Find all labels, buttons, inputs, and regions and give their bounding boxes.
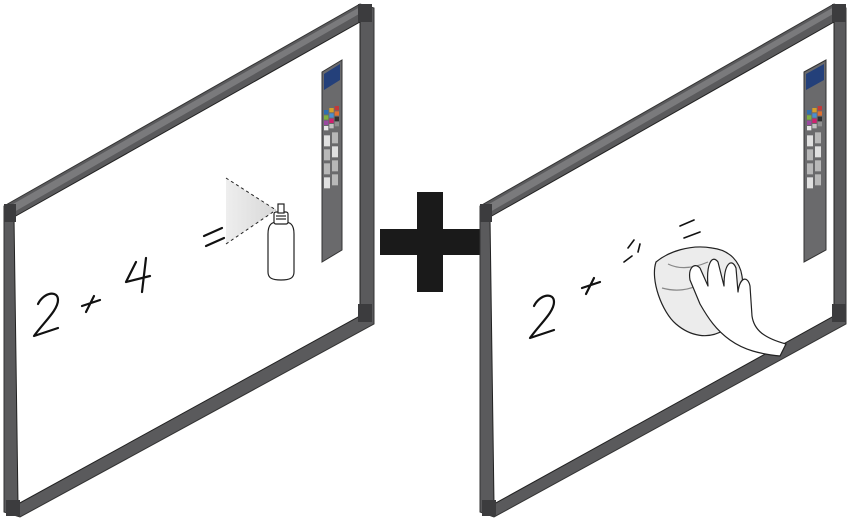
toolbar-tool-button[interactable] — [807, 177, 813, 188]
color-swatch[interactable] — [329, 113, 333, 117]
color-swatch[interactable] — [335, 122, 339, 126]
toolbar-tool-button[interactable] — [332, 146, 338, 157]
color-swatch[interactable] — [335, 106, 339, 110]
color-swatch[interactable] — [818, 111, 822, 115]
color-swatch[interactable] — [818, 117, 822, 121]
toolbar-tool-button[interactable] — [807, 149, 813, 160]
toolbar-tool-button[interactable] — [332, 132, 338, 143]
toolbar-tool-button[interactable] — [332, 160, 338, 171]
color-swatch[interactable] — [812, 108, 816, 112]
corner-cap — [6, 500, 20, 516]
color-swatch[interactable] — [324, 115, 328, 119]
color-swatch[interactable] — [324, 126, 328, 130]
corner-cap — [480, 204, 492, 222]
color-swatch[interactable] — [335, 111, 339, 115]
color-swatch[interactable] — [812, 119, 816, 123]
toolbar-tool-button[interactable] — [815, 146, 821, 157]
toolbar-tool-button[interactable] — [807, 135, 813, 146]
toolbar-tool-button[interactable] — [324, 135, 330, 146]
color-swatch[interactable] — [335, 117, 339, 121]
corner-cap — [4, 204, 16, 222]
corner-cap — [832, 4, 846, 22]
color-swatch[interactable] — [812, 124, 816, 128]
toolbar-tool-button[interactable] — [815, 160, 821, 171]
corner-cap — [358, 304, 372, 322]
color-swatch[interactable] — [329, 124, 333, 128]
color-swatch[interactable] — [807, 110, 811, 114]
color-swatch[interactable] — [324, 121, 328, 125]
color-swatch[interactable] — [324, 110, 328, 114]
color-swatch[interactable] — [818, 122, 822, 126]
left-board-surface — [14, 22, 360, 504]
toolbar-tool-button[interactable] — [807, 163, 813, 174]
toolbar-tool-button[interactable] — [324, 177, 330, 188]
color-swatch[interactable] — [329, 119, 333, 123]
left-toolbar[interactable] — [322, 60, 342, 262]
color-swatch[interactable] — [812, 113, 816, 117]
toolbar-tool-button[interactable] — [324, 149, 330, 160]
toolbar-tool-button[interactable] — [815, 132, 821, 143]
color-swatch[interactable] — [807, 121, 811, 125]
color-swatch[interactable] — [807, 115, 811, 119]
toolbar-tool-button[interactable] — [324, 163, 330, 174]
color-swatch[interactable] — [807, 126, 811, 130]
color-swatch[interactable] — [818, 106, 822, 110]
corner-cap — [482, 500, 496, 516]
combine-plus-icon — [380, 192, 480, 292]
color-swatch[interactable] — [329, 108, 333, 112]
toolbar-tool-button[interactable] — [815, 174, 821, 185]
toolbar-tool-button[interactable] — [332, 174, 338, 185]
corner-cap — [832, 304, 846, 322]
left-whiteboard: 2 + 4 = — [0, 0, 374, 517]
right-toolbar[interactable] — [804, 60, 826, 262]
corner-cap — [358, 4, 372, 22]
